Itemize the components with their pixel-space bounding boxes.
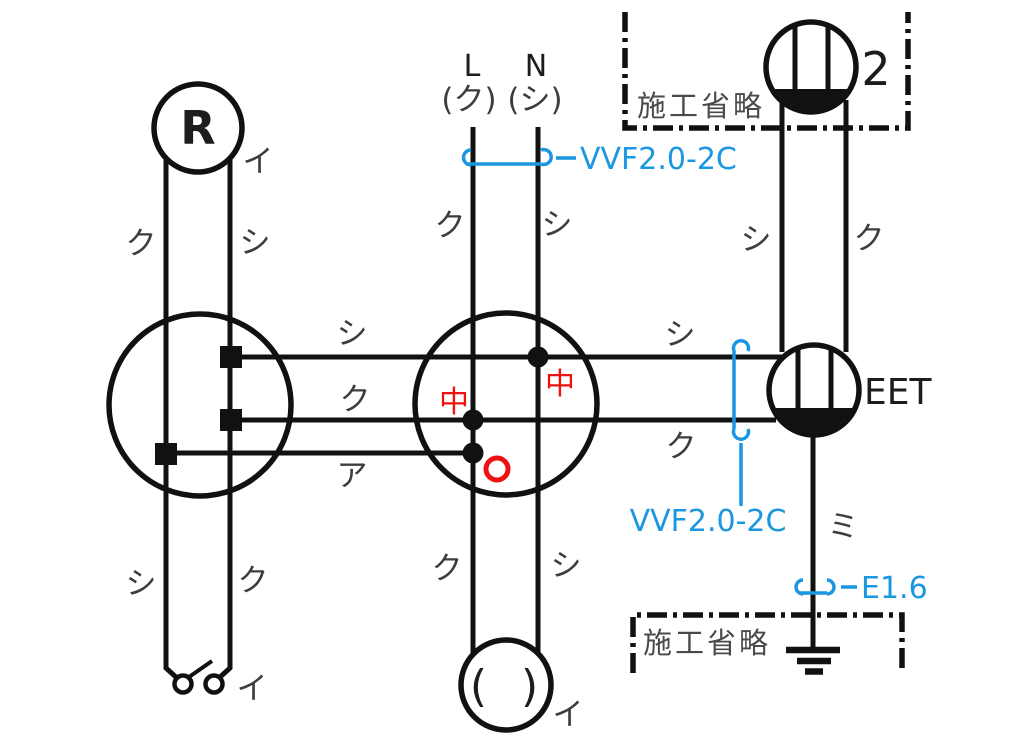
wire-r-right-to-switch <box>217 150 233 680</box>
outlet-eet-symbol <box>766 342 862 438</box>
junction-box-middle <box>412 310 600 498</box>
wire-label-earth: ミ <box>828 509 859 545</box>
cable-annotations: VVF2.0-2C VVF2.0-2C E1.6 <box>461 142 928 606</box>
wire-label-run-right-bottom: ク <box>666 429 697 465</box>
cable-marker-top <box>461 147 576 167</box>
wire-label-drop-left: シ <box>741 222 772 258</box>
cable-marker-earth-right-hook <box>826 578 836 596</box>
lamp-receptacle-label: R <box>180 101 215 155</box>
junction-box-left <box>106 311 294 499</box>
omission-box-bottom <box>630 612 905 673</box>
dot-connector-bottom <box>462 442 484 464</box>
wire-label-feed-left: ク <box>435 208 466 244</box>
dot-connector-mid <box>462 409 484 431</box>
wire-label-run-right-top: シ <box>665 317 696 353</box>
cable-label-top: VVF2.0-2C <box>580 142 737 177</box>
cable-marker-right-bottom-hook <box>731 428 751 441</box>
wire-label-run-left-top: シ <box>337 316 368 352</box>
ground-symbol <box>786 646 840 675</box>
source-n-label: N <box>525 49 547 84</box>
cable-marker-right <box>731 339 751 506</box>
outlet-top-count: 2 <box>861 42 890 96</box>
wire-label-feed-right: シ <box>542 207 573 243</box>
sleeve-mark-ring-icon <box>483 455 511 483</box>
wire-label-drop-right: ク <box>854 221 885 257</box>
wire-label-switch-branch: イ <box>237 671 268 707</box>
sleeve-mark-left: 中 <box>439 385 469 420</box>
wire-label-run-left-bottom: ア <box>337 458 368 494</box>
earth-cable-label: E1.6 <box>861 571 928 606</box>
omission-text-top: 施工省略 <box>637 89 765 123</box>
switch-blade <box>187 659 214 679</box>
wire-label-lamp-right: シ <box>551 548 582 584</box>
source-n-wire-mark: (シ) <box>507 82 562 118</box>
wire-label-lamp-branch: イ <box>553 697 584 733</box>
connection-squares <box>155 346 242 465</box>
omission-box-top-border <box>622 12 911 131</box>
sleeve-mark-right: 中 <box>545 367 575 402</box>
wire-label-switch-left: シ <box>126 566 157 602</box>
wire-label-run-left-mid: ク <box>340 382 371 418</box>
connection-dots <box>462 346 549 464</box>
switch-terminal-left <box>172 673 194 695</box>
dot-connector-top <box>527 346 549 368</box>
source-l-wire-mark: (ク) <box>441 82 496 118</box>
wire-label-lamp-left: ク <box>432 551 463 587</box>
square-connector-bottom <box>155 443 177 465</box>
cable-marker-right-top-hook <box>731 339 751 352</box>
wire-label-r-right: シ <box>240 225 271 261</box>
ceiling-lamp-label: ( ) <box>470 661 548 712</box>
outlet-top-symbol <box>763 19 859 115</box>
omission-box-bottom-border <box>630 612 905 673</box>
switch-symbol <box>172 659 225 695</box>
cable-marker-earth <box>794 578 857 596</box>
wire-label-r-left: ク <box>126 226 157 262</box>
ceiling-lamp-symbol <box>458 637 554 733</box>
outlet-eet-label: EET <box>864 372 932 413</box>
sleeve-marks: 中 中 <box>439 367 575 483</box>
square-connector-top <box>220 346 242 368</box>
omission-text-bottom: 施工省略 <box>643 626 771 660</box>
cable-label-right: VVF2.0-2C <box>630 504 787 539</box>
square-connector-mid <box>220 409 242 431</box>
wire-label-r-branch: イ <box>243 144 274 180</box>
wire-r-left-to-switch <box>163 150 179 680</box>
wire-label-switch-right: ク <box>238 563 269 599</box>
source-l-label: L <box>464 49 481 84</box>
switch-terminal-right <box>203 673 225 695</box>
cable-marker-top-right-hook <box>540 147 553 167</box>
lamp-receptacle-symbol <box>151 81 245 175</box>
wire-labels: イ ク シ ク シ シ ク ア シ ク シ ク ク シ シ ク イ イ ミ <box>126 144 885 733</box>
omission-box-top <box>622 12 911 131</box>
